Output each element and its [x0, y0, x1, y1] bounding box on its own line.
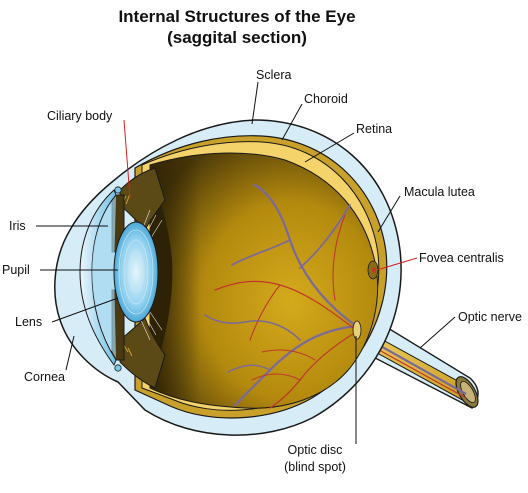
title-line-2: (saggital section) [167, 28, 307, 47]
leader-sclera [251, 81, 259, 125]
ciliary-dot-top [114, 186, 122, 194]
title-line-1: Internal Structures of the Eye [118, 7, 355, 26]
leader-ciliary-body [123, 119, 131, 199]
ciliary-body-shape [117, 167, 166, 389]
retinal-vessels [204, 183, 358, 409]
leader-lens [51, 297, 119, 323]
label-lens: Lens [15, 315, 42, 329]
leader-cornea [65, 335, 75, 371]
label-blind-spot: (blind spot) [284, 460, 346, 474]
optic-disc-shape [352, 320, 362, 340]
label-retina: Retina [356, 122, 392, 136]
leader-macula-lutea [377, 195, 401, 233]
ciliary-dot-bottom [114, 364, 122, 372]
label-macula-lutea: Macula lutea [404, 185, 475, 199]
cornea-shape [79, 189, 117, 367]
vitreous-body [149, 152, 379, 409]
label-ciliary-body: Ciliary body [47, 109, 113, 123]
leader-fovea-centralis [376, 257, 418, 271]
label-choroid: Choroid [304, 92, 348, 106]
label-fovea-centralis: Fovea centralis [419, 251, 504, 265]
leader-optic-nerve [419, 316, 456, 349]
macula-lutea-shape [367, 260, 379, 280]
leader-choroid [281, 103, 303, 141]
label-optic-nerve: Optic nerve [458, 310, 522, 324]
leader-retina [304, 132, 355, 163]
label-pupil: Pupil [2, 263, 30, 277]
label-sclera: Sclera [256, 68, 291, 82]
label-cornea: Cornea [24, 370, 65, 384]
label-optic-disc: Optic disc [288, 443, 343, 457]
label-iris: Iris [9, 219, 26, 233]
lens-shape [113, 221, 159, 323]
